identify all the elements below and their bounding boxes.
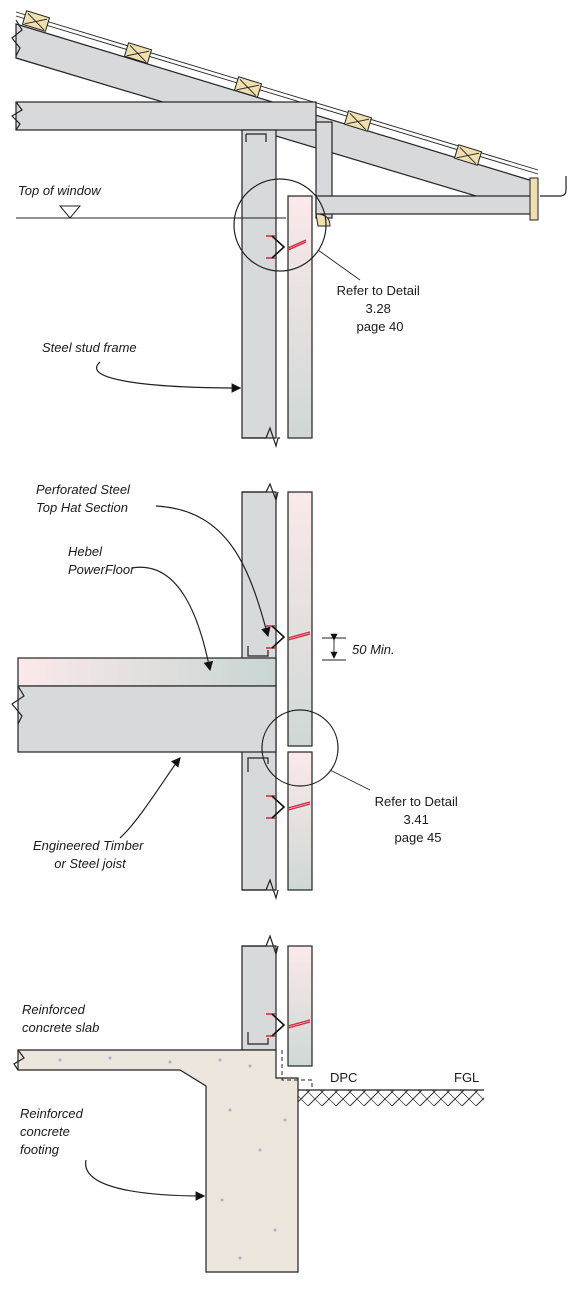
reinforced-slab-label: Reinforced concrete slab bbox=[22, 1002, 99, 1035]
hebel-panel-base bbox=[287, 945, 313, 1067]
wall-tie bbox=[266, 235, 307, 259]
detail-circle-3-28 bbox=[233, 178, 327, 272]
perforated-steel-label: Perforated Steel Top Hat Section bbox=[36, 482, 134, 515]
hebel-panel-upper bbox=[287, 195, 313, 439]
upper-wall bbox=[241, 129, 313, 449]
refer-detail-1-label: Refer to Detail 3.28 page 40 bbox=[337, 283, 424, 334]
ceiling-joist bbox=[15, 101, 317, 131]
eave-soffit bbox=[315, 195, 535, 215]
hebel-powerfloor-label: Hebel PowerFloor bbox=[68, 544, 135, 577]
dpc-label: DPC bbox=[330, 1070, 357, 1085]
fascia bbox=[529, 177, 539, 221]
hebel-powerfloor bbox=[17, 657, 277, 687]
concrete-slab-footing bbox=[13, 1049, 484, 1273]
engineered-joist-label: Engineered Timber or Steel joist bbox=[33, 838, 147, 871]
dpc-line bbox=[281, 1050, 313, 1090]
reinforced-slab bbox=[17, 1049, 299, 1273]
base-wall bbox=[241, 934, 313, 1067]
reinforced-footing-label: Reinforced concrete footing bbox=[20, 1106, 87, 1157]
fifty-min-dimension: 50 Min. bbox=[322, 633, 395, 661]
roof-sheet bbox=[15, 11, 539, 171]
fgl-label: FGL bbox=[454, 1070, 479, 1085]
floor-joist bbox=[17, 685, 277, 753]
top-of-window-marker: Top of window bbox=[16, 183, 286, 219]
top-of-window-label: Top of window bbox=[18, 183, 102, 198]
hebel-panel-mid-lower bbox=[287, 751, 313, 891]
hebel-panel-mid-upper bbox=[287, 491, 313, 747]
gutter bbox=[540, 176, 567, 197]
detail-circle-3-41 bbox=[261, 709, 339, 787]
roof-battens bbox=[21, 10, 483, 166]
steel-stud-upper bbox=[241, 129, 277, 439]
fifty-min-label: 50 Min. bbox=[352, 642, 395, 657]
roof-section bbox=[11, 10, 567, 227]
mid-wall bbox=[11, 482, 313, 901]
steel-stud-frame-label: Steel stud frame bbox=[42, 340, 137, 355]
steel-stud-base bbox=[241, 945, 277, 1051]
ground-hatch bbox=[298, 1090, 484, 1106]
refer-detail-2-label: Refer to Detail 3.41 page 45 bbox=[375, 794, 462, 845]
